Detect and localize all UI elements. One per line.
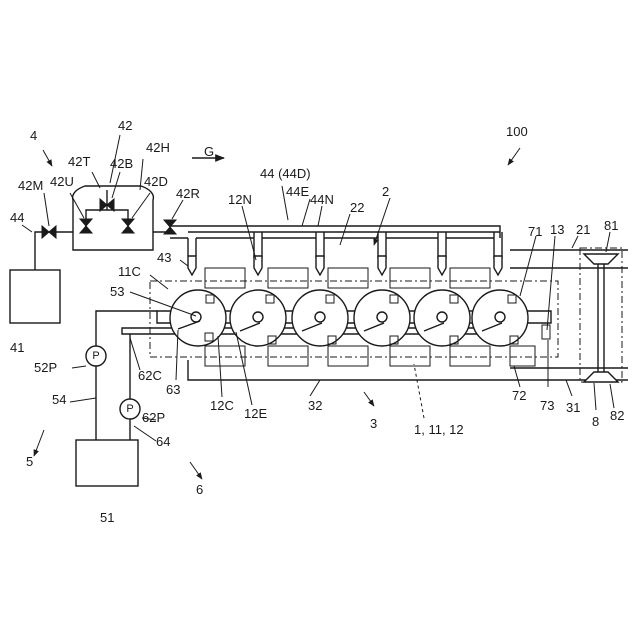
label-42B: 42B xyxy=(110,156,133,171)
cylinder-3 xyxy=(292,290,348,346)
injector-branches xyxy=(188,232,502,275)
label-12E: 12E xyxy=(244,406,267,421)
label-41: 41 xyxy=(10,340,24,355)
label-44E: 44E xyxy=(286,184,309,199)
valve-42M xyxy=(42,226,56,238)
label-1-11-12: 1, 11, 12 xyxy=(414,422,464,437)
label-81: 81 xyxy=(604,218,618,233)
cylinder-2 xyxy=(230,290,286,346)
label-12N: 12N xyxy=(228,192,252,207)
turbocharger-8 xyxy=(584,254,618,382)
label-54: 54 xyxy=(52,392,66,407)
exhaust-line-32 xyxy=(188,360,628,380)
label-64: 64 xyxy=(156,434,170,449)
fuel-tank-41 xyxy=(10,270,60,323)
label-44: 44 xyxy=(10,210,24,225)
label-42D: 42D xyxy=(144,174,168,189)
label-44-44D: 44 (44D) xyxy=(260,166,311,181)
label-51: 51 xyxy=(100,510,114,525)
label-31: 31 xyxy=(566,400,580,415)
label-4: 4 xyxy=(30,128,37,143)
label-71: 71 xyxy=(528,224,542,239)
label-8: 8 xyxy=(592,414,599,429)
cylinders xyxy=(170,290,528,346)
valve-42R xyxy=(164,220,176,234)
cylinder-6 xyxy=(472,290,528,346)
label-13: 13 xyxy=(550,222,564,237)
label-73: 73 xyxy=(540,398,554,413)
cylinder-1 xyxy=(170,290,226,346)
label-2: 2 xyxy=(382,184,389,199)
oil-system-5 xyxy=(76,311,157,486)
label-42U: 42U xyxy=(50,174,74,189)
label-52P: 52P xyxy=(34,360,57,375)
label-22: 22 xyxy=(350,200,364,215)
pump-52P-symbol: P xyxy=(92,350,99,362)
label-63: 63 xyxy=(166,382,180,397)
label-21: 21 xyxy=(576,222,590,237)
cylinder-4 xyxy=(354,290,410,346)
label-3: 3 xyxy=(370,416,377,431)
label-42R: 42R xyxy=(176,186,200,201)
label-53: 53 xyxy=(110,284,124,299)
label-11C: 11C xyxy=(118,264,141,279)
label-5: 5 xyxy=(26,454,33,469)
label-62P: 62P xyxy=(142,410,165,425)
label-32: 32 xyxy=(308,398,322,413)
label-12C: 12C xyxy=(210,398,234,413)
label-82: 82 xyxy=(610,408,624,423)
label-42M: 42M xyxy=(18,178,43,193)
label-100: 100 xyxy=(506,124,528,139)
label-62C: 62C xyxy=(138,368,162,383)
component-73 xyxy=(542,325,550,339)
label-42T: 42T xyxy=(68,154,90,169)
label-72: 72 xyxy=(512,388,526,403)
label-6: 6 xyxy=(196,482,203,497)
pump-62P-symbol: P xyxy=(126,403,133,415)
label-43: 43 xyxy=(157,250,171,265)
label-44N: 44N xyxy=(310,192,334,207)
cylinder-5 xyxy=(414,290,470,346)
label-42: 42 xyxy=(118,118,132,133)
label-G: G xyxy=(204,144,214,159)
label-42H: 42H xyxy=(146,140,170,155)
